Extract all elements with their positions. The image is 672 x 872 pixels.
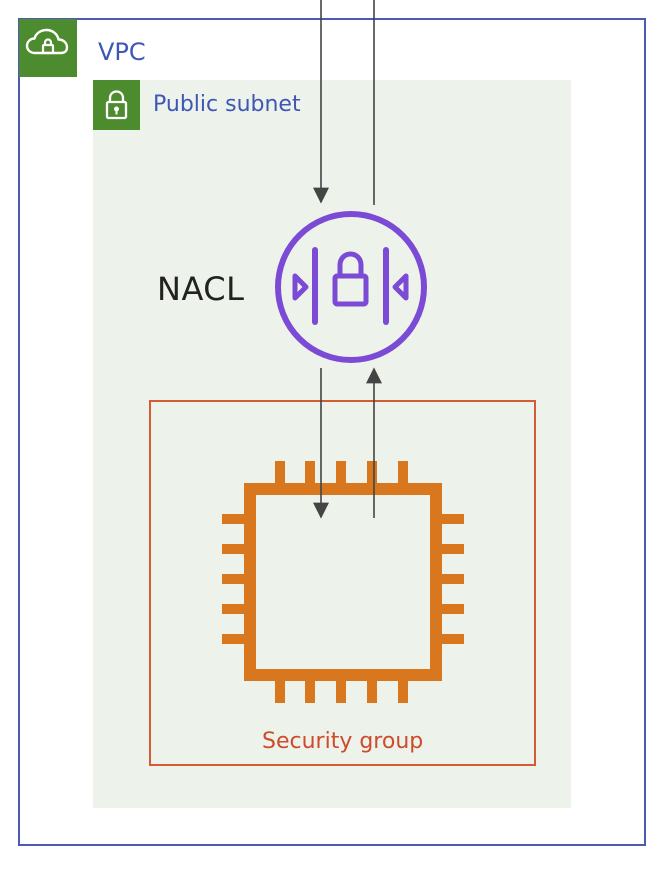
vpc-label: VPC bbox=[98, 38, 146, 66]
nacl-label: NACL bbox=[157, 270, 245, 308]
security-group-label: Security group bbox=[262, 729, 424, 754]
padlock-icon bbox=[93, 80, 140, 130]
security-group-container bbox=[149, 400, 536, 766]
cloud-lock-icon bbox=[19, 19, 77, 77]
traffic-flow-arrows bbox=[313, 0, 382, 519]
public-subnet-container bbox=[93, 80, 571, 808]
network-acl-icon bbox=[275, 211, 427, 363]
ec2-instance-chip-icon bbox=[222, 461, 464, 703]
public-subnet-label: Public subnet bbox=[153, 92, 301, 117]
